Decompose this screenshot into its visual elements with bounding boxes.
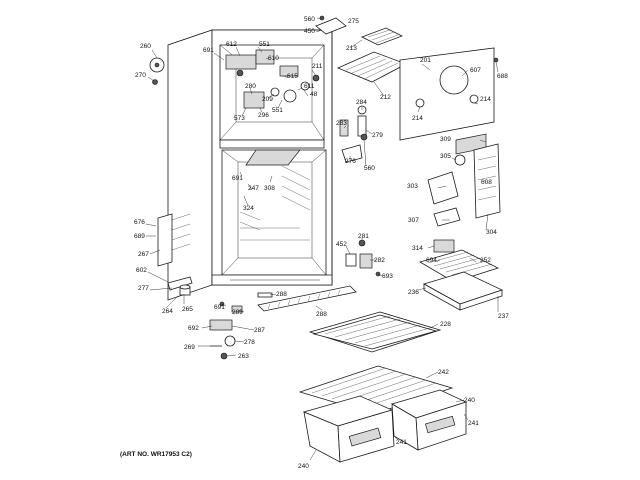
top-right-assemblies [315,15,501,253]
part-label-296: 296 [258,112,269,119]
part-label-209: 209 [262,96,273,103]
part-label-278: 278 [244,339,255,346]
art-number-caption: (ART NO. WR17953 C2) [120,451,192,458]
part-label-214-right: 214 [480,96,491,103]
part-label-693: 693 [382,273,393,280]
part-label-242: 242 [438,369,449,376]
part-label-240-left: 240 [298,463,309,470]
part-label-283: 283 [336,120,347,127]
part-label-213: 213 [346,45,357,52]
part-label-308: 308 [264,185,275,192]
part-label-307: 307 [408,217,419,224]
part-label-573: 573 [234,115,245,122]
part-label-264: 264 [162,308,173,315]
part-label-201: 201 [420,57,431,64]
shelf-228-drawing [308,311,442,353]
part-label-608: 608 [481,179,492,186]
crisper-cover-assembly [418,249,504,311]
part-label-611: 611 [304,83,315,90]
part-label-692: 692 [188,325,199,332]
part-label-560-lower: 560 [364,165,375,172]
part-label-284: 284 [356,99,367,106]
part-label-265: 265 [182,306,193,313]
part-label-282: 282 [374,257,385,264]
part-label-607: 607 [470,67,481,74]
part-label-281: 281 [358,233,369,240]
part-label-275: 275 [348,18,359,25]
part-label-48: 48 [310,91,318,98]
left-small-parts [149,57,273,360]
leader-lines [145,17,499,461]
part-label-324: 324 [243,205,254,212]
part-label-304: 304 [486,229,497,236]
part-label-236: 236 [408,289,419,296]
part-label-252: 252 [480,257,491,264]
part-label-309: 309 [440,136,451,143]
part-label-615: 615 [287,73,298,80]
part-label-314: 314 [412,245,423,252]
part-label-247: 247 [248,185,259,192]
part-label-676: 676 [134,219,145,226]
part-label-287: 287 [254,327,265,334]
part-label-241-mid: 241 [396,439,407,446]
crisper-drawers [298,365,468,463]
part-label-279: 279 [372,132,383,139]
part-label-612: 612 [226,41,237,48]
part-label-276: 276 [345,158,356,165]
part-label-214-left: 214 [412,115,423,122]
part-label-267: 267 [138,251,149,258]
part-label-211: 211 [312,63,323,70]
toe-grille-drawing [257,285,357,312]
part-label-237: 237 [498,313,509,320]
part-label-303: 303 [407,183,418,190]
part-label-305: 305 [440,153,451,160]
part-label-694: 694 [426,257,437,264]
part-label-288-grille: 288 [316,311,327,318]
part-label-280: 280 [245,83,256,90]
part-label-277: 277 [138,285,149,292]
part-label-240-right: 240 [464,397,475,404]
cabinet-drawing [157,29,333,301]
part-labels: 560 275 450 213 260 270 691 612 551 610 … [120,16,509,470]
part-label-263: 263 [238,353,249,360]
part-label-691-mid: 691 [232,175,243,182]
part-label-452: 452 [336,241,347,248]
part-label-289: 289 [232,309,243,316]
part-label-228: 228 [440,321,451,328]
part-label-551: 551 [259,41,270,48]
part-label-270: 270 [135,72,146,79]
part-label-688: 688 [497,73,508,80]
part-label-689: 689 [134,233,145,240]
part-label-241-right: 241 [468,420,479,427]
part-label-602: 602 [136,267,147,274]
part-label-269: 269 [184,344,195,351]
part-label-212: 212 [380,94,391,101]
part-label-560: 560 [304,16,315,23]
part-label-610: 610 [268,55,279,62]
part-label-691-low: 691 [214,304,225,311]
part-label-691: 691 [203,47,214,54]
part-label-551-lower: 551 [272,107,283,114]
part-label-450: 450 [304,28,315,35]
part-label-288-right: 288 [276,291,287,298]
part-label-260: 260 [140,43,151,50]
